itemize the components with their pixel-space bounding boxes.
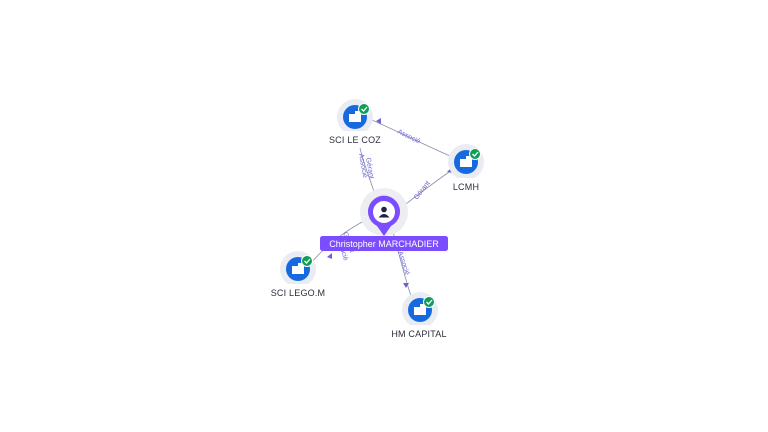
check-icon — [469, 148, 481, 160]
person-icon — [378, 206, 390, 218]
company-label: SCI LEGO.M — [271, 288, 326, 298]
company-node-hm-capital[interactable]: HM CAPITAL — [383, 292, 455, 341]
edge-label-person-sci-le-coz-associe: Associé — [357, 153, 368, 178]
person-label-box — [320, 236, 448, 251]
arrow-sci-lego-m — [327, 253, 332, 259]
check-icon — [301, 255, 313, 267]
arrow-hm-capital — [403, 283, 409, 288]
edge-lcmh-sci-le-coz — [371, 119, 456, 159]
building-icon — [349, 111, 361, 122]
company-label: LCMH — [453, 182, 479, 192]
company-node-lcmh[interactable]: LCMH — [445, 144, 487, 194]
building-icon — [414, 304, 426, 315]
person-name: Christopher MARCHADIER — [329, 239, 439, 249]
company-label: HM CAPITAL — [391, 329, 446, 339]
check-icon — [423, 296, 435, 308]
company-label: SCI LE COZ — [329, 135, 381, 145]
edge-label-person-sci-le-coz-gerant: Gérant — [364, 157, 375, 179]
edge-label-person-hm-capital-associe: Associé — [396, 250, 410, 276]
edge-label-lcmh-sci-le-coz-associe: Associé — [396, 129, 421, 146]
arrow-lcmh-sci-le-coz — [376, 118, 381, 124]
building-icon — [460, 156, 472, 167]
check-icon — [358, 103, 370, 115]
person-node[interactable]: Christopher MARCHADIER — [320, 188, 448, 251]
company-node-sci-le-coz[interactable]: SCI LE COZ — [322, 99, 388, 147]
company-node-sci-lego-m[interactable]: SCI LEGO.M — [263, 251, 333, 300]
edge-person-hm-capital — [391, 227, 412, 297]
building-icon — [292, 263, 304, 274]
edge-label-person-lcmh-gerant: Gérant — [413, 180, 432, 201]
